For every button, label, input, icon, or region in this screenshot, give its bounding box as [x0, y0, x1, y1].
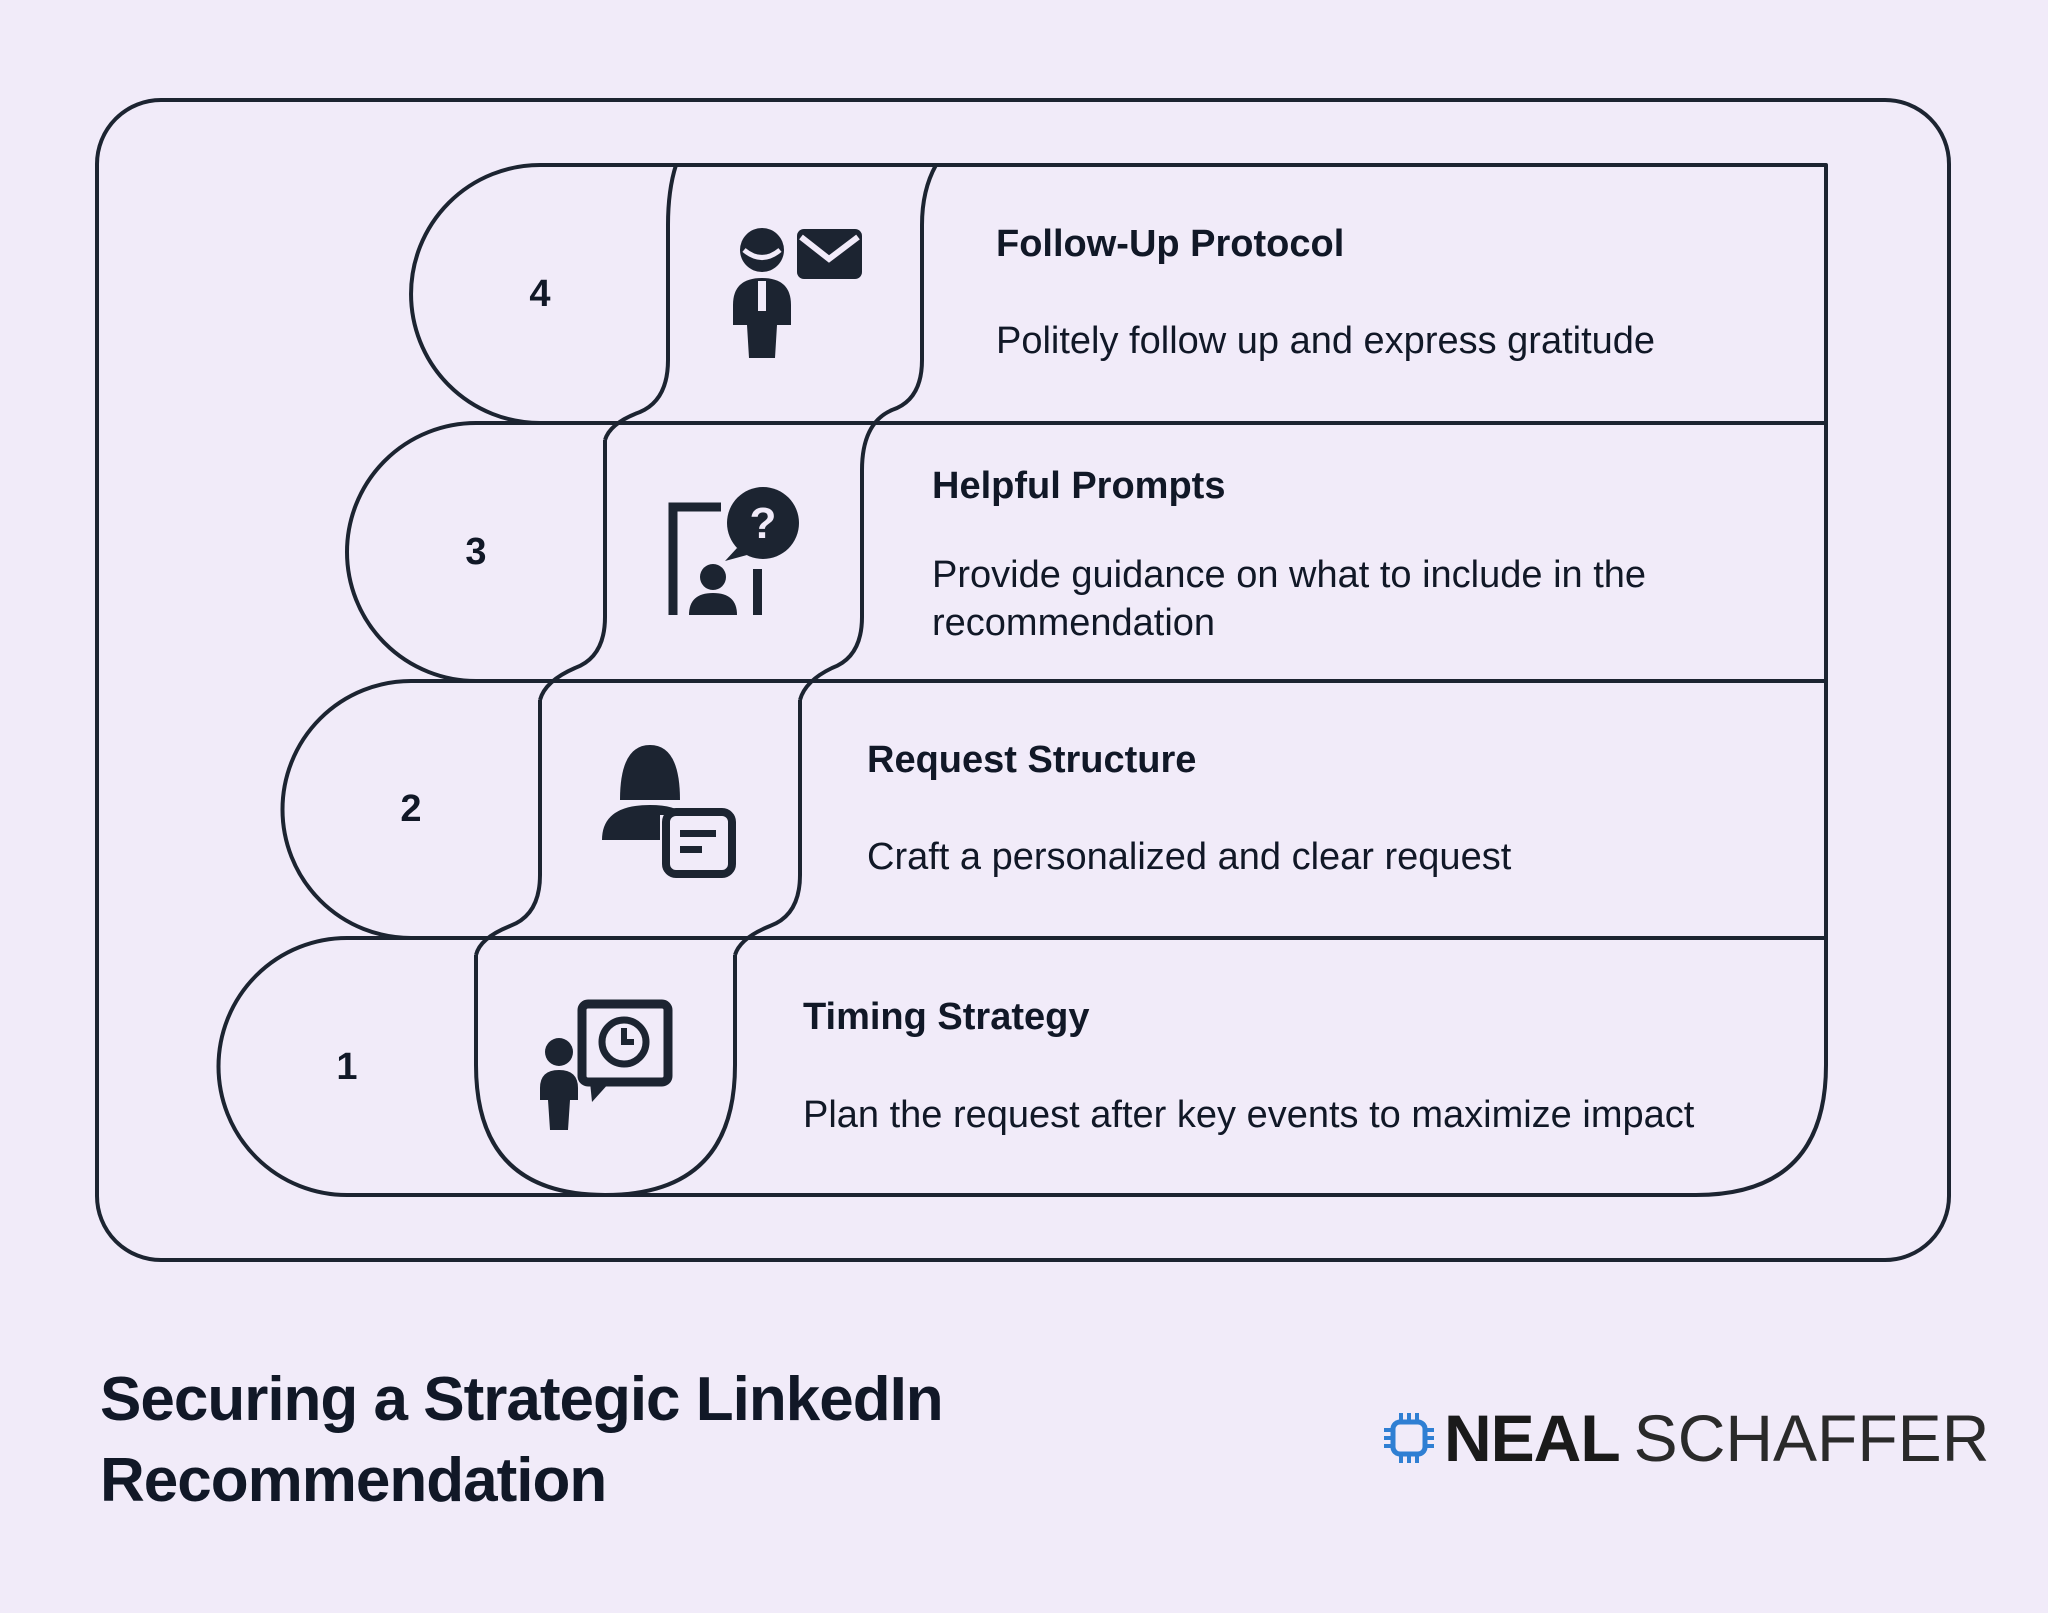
step-4-number: 4 — [529, 273, 551, 315]
person-envelope-icon — [733, 228, 862, 358]
person-document-icon — [602, 745, 736, 878]
step-2-shape — [280, 679, 1828, 956]
brand-name-bold: NEAL — [1444, 1401, 1621, 1475]
brand-name-light: SCHAFFER — [1633, 1401, 1990, 1475]
person-speech-clock-icon — [540, 999, 673, 1130]
outer-frame — [95, 98, 1951, 1262]
step-2-title: Request Structure — [867, 739, 1197, 781]
step-1-title: Timing Strategy — [803, 996, 1090, 1038]
step-4-description: Politely follow up and express gratitude — [996, 320, 1656, 362]
step-1-number: 1 — [336, 1046, 358, 1088]
presenter-question-icon: ? — [668, 487, 799, 615]
step-3-description: Provide guidance on what to include in t… — [932, 554, 1647, 644]
svg-text:?: ? — [750, 499, 777, 548]
step-3-number: 3 — [465, 531, 487, 573]
diagram-title: Securing a Strategic LinkedIn Recommenda… — [100, 1365, 944, 1515]
brand-logo: NEAL SCHAFFER — [1382, 1400, 1989, 1476]
circuit-chip-icon — [1384, 1413, 1434, 1463]
step-3-title: Helpful Prompts — [932, 465, 1226, 507]
step-1-description: Plan the request after key events to max… — [803, 1094, 1695, 1136]
step-1-shape — [216, 936, 1828, 1197]
step-3-shape — [345, 421, 1828, 701]
step-4-title: Follow-Up Protocol — [996, 223, 1345, 265]
step-2-description: Craft a personalized and clear request — [867, 836, 1512, 878]
step-2-number: 2 — [400, 788, 422, 830]
